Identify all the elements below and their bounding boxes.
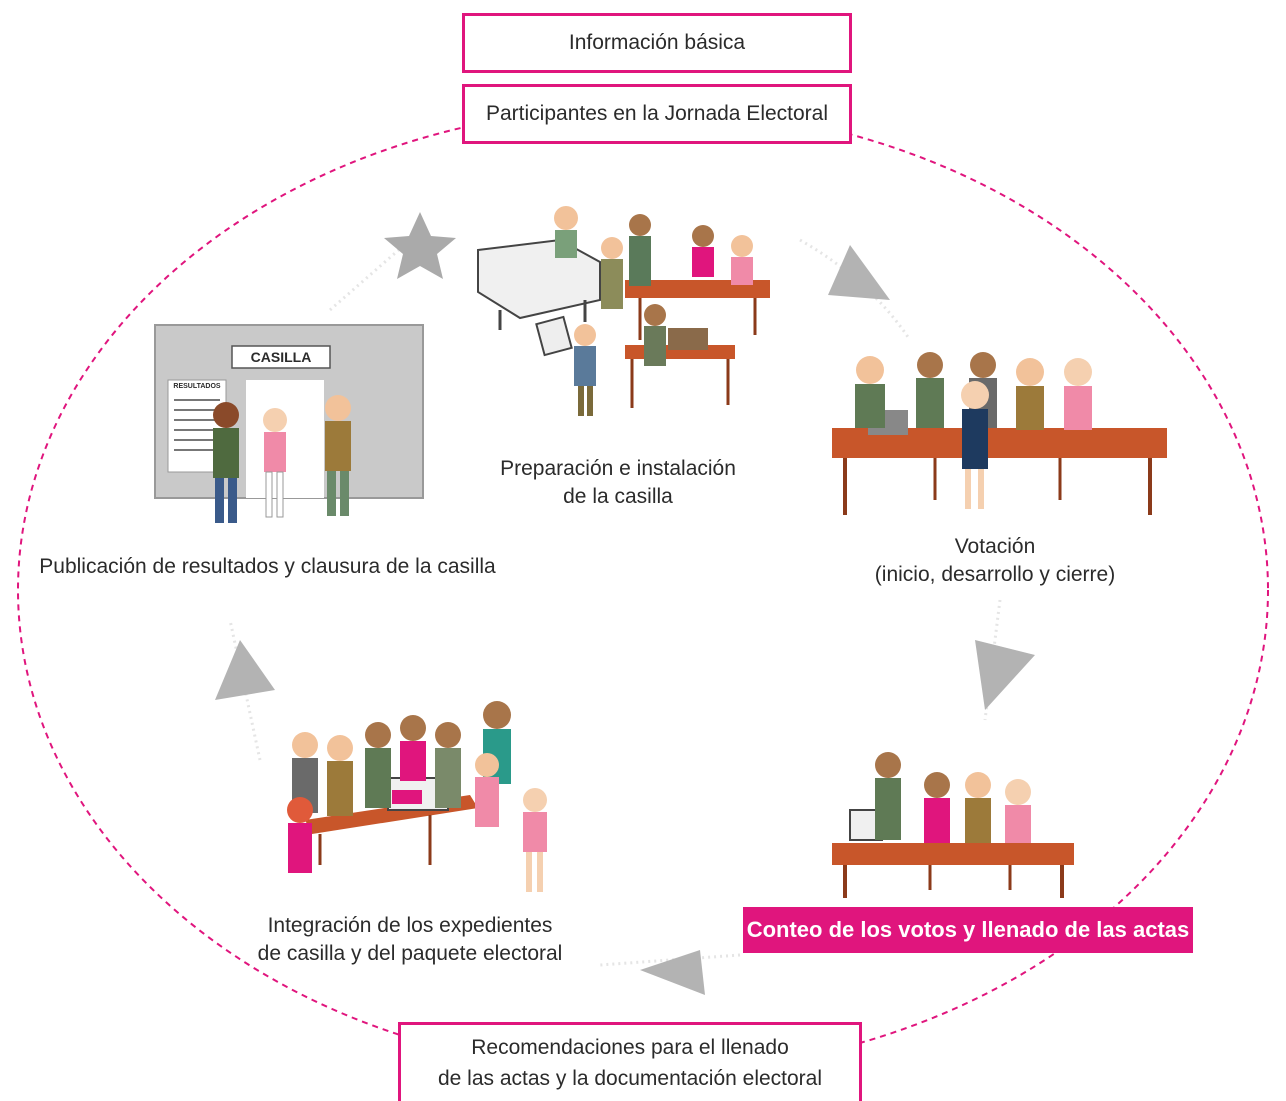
participantes-label: Participantes en la Jornada Electoral bbox=[485, 102, 829, 126]
arrow-icon bbox=[215, 640, 275, 700]
star-icon bbox=[384, 212, 456, 279]
recomendaciones-box[interactable]: Recomendaciones para el llenado de las a… bbox=[398, 1022, 862, 1101]
stage-votacion-label: Votación (inicio, desarrollo y cierre) bbox=[835, 533, 1155, 590]
stage-integracion-label: Integración de los expedientes de casill… bbox=[230, 912, 590, 969]
stage-publicacion-line1: Publicación de resultados y clausura de … bbox=[39, 555, 496, 578]
illustration-conteo bbox=[832, 752, 1074, 898]
stage-votacion-line1: Votación bbox=[954, 535, 1036, 558]
illustration-publicacion bbox=[154, 324, 424, 523]
participantes-box[interactable]: Participantes en la Jornada Electoral bbox=[462, 84, 852, 144]
stage-integracion-line1: Integración de los expedientes bbox=[267, 914, 553, 937]
stage-integracion-line2: de casilla y del paquete electoral bbox=[257, 942, 563, 966]
arrow-icon bbox=[640, 950, 705, 995]
info-basica-box[interactable]: Información básica bbox=[462, 13, 852, 73]
stage-preparacion-label: Preparación e instalación de la casilla bbox=[458, 455, 778, 512]
info-basica-label: Información básica bbox=[568, 31, 746, 55]
stage-votacion-line2: (inicio, desarrollo y cierre) bbox=[874, 563, 1116, 587]
casilla-sign: CASILLA bbox=[250, 349, 312, 365]
arrow-icon bbox=[975, 640, 1035, 710]
illustration-integracion bbox=[287, 701, 547, 892]
recomendaciones-line2: de las actas y la documentación electora… bbox=[437, 1067, 823, 1090]
stage-preparacion-line2: de la casilla bbox=[563, 485, 673, 509]
recomendaciones-line1: Recomendaciones para el llenado bbox=[471, 1035, 789, 1059]
stage-preparacion-line1: Preparación e instalación bbox=[500, 457, 736, 480]
stage-publicacion-label: Publicación de resultados y clausura de … bbox=[20, 553, 515, 581]
arrow-icon bbox=[828, 245, 890, 300]
stage-conteo-highlight[interactable]: Conteo de los votos y llenado de las act… bbox=[743, 907, 1193, 953]
resultados-sheet-label: RESULTADOS bbox=[173, 383, 221, 390]
stage-conteo-label: Conteo de los votos y llenado de las act… bbox=[746, 917, 1190, 942]
illustration-preparacion bbox=[477, 206, 770, 416]
illustration-votacion bbox=[832, 352, 1167, 515]
